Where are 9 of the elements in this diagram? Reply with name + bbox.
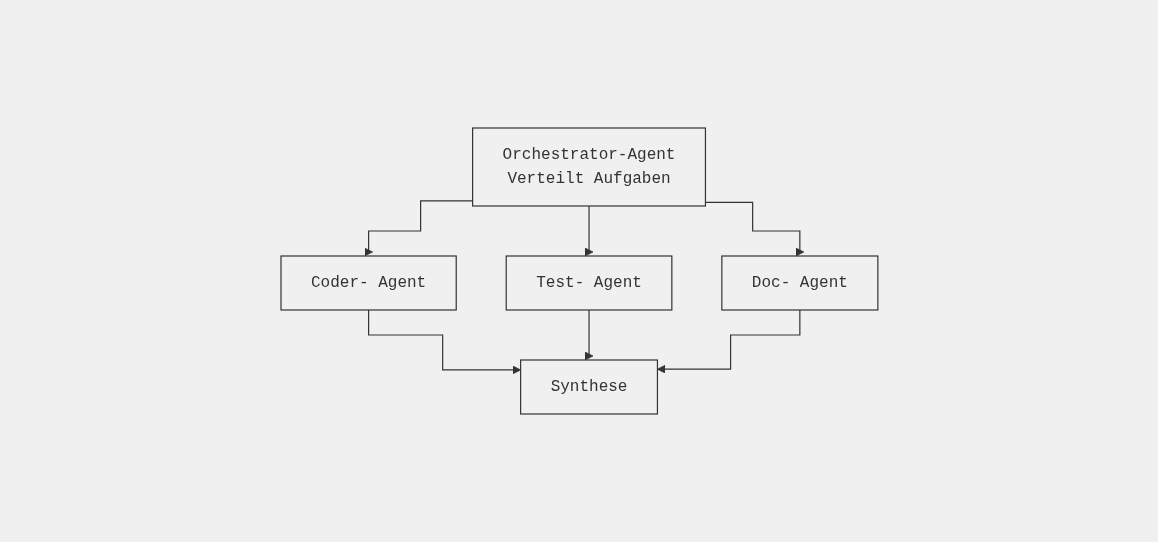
node-box: Orchestrator-Agent Verteilt Aufgaben xyxy=(471,127,706,207)
node-box: Doc- Agent xyxy=(720,255,878,311)
arrow xyxy=(367,309,521,375)
node-box: Test- Agent xyxy=(505,255,672,311)
node-box: Coder- Agent xyxy=(279,255,457,311)
arrow xyxy=(363,200,473,257)
arrow xyxy=(584,309,593,361)
arrow xyxy=(584,205,593,257)
node-box: Synthese xyxy=(519,359,658,415)
